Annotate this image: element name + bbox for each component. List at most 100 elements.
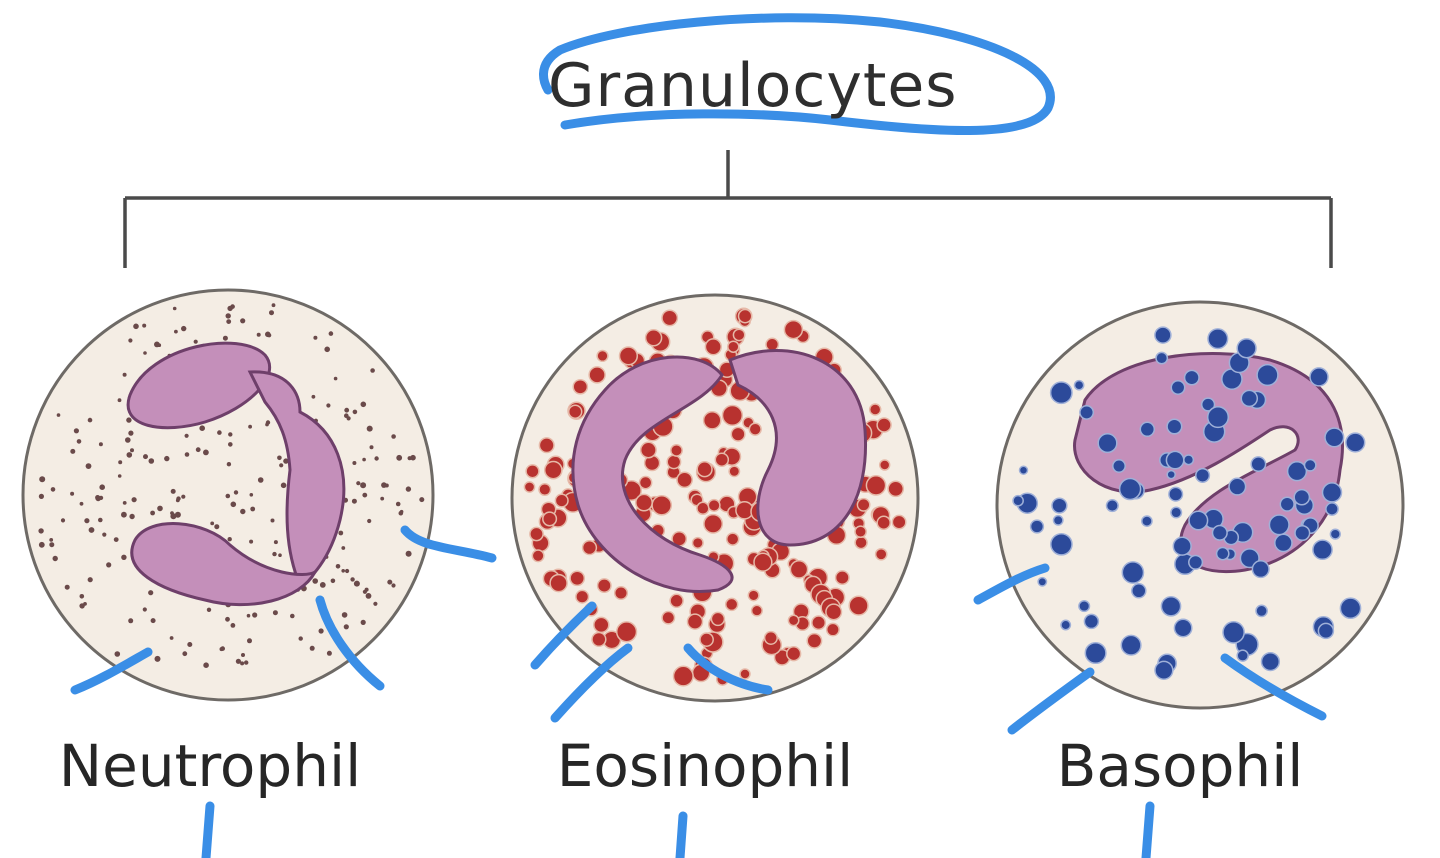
granule (338, 530, 344, 536)
granule (1120, 634, 1142, 656)
granule (118, 460, 123, 465)
granule (1188, 510, 1209, 531)
granule (367, 518, 372, 524)
granule (1141, 515, 1153, 527)
mark-neutrophil-bottom-left (70, 647, 153, 695)
granule (280, 482, 287, 489)
granule (1312, 539, 1333, 561)
granule (87, 417, 93, 423)
eosinophil-cell (510, 293, 920, 703)
granule (891, 514, 907, 530)
granule (407, 456, 412, 461)
granule (868, 403, 882, 416)
granule (142, 607, 147, 612)
granule (335, 564, 341, 569)
granule (1325, 502, 1339, 516)
granule (128, 430, 134, 436)
granule (569, 570, 586, 587)
granule (725, 532, 740, 546)
granule (405, 550, 412, 557)
granule (1060, 619, 1072, 631)
granule (1339, 597, 1362, 620)
granule (1183, 369, 1200, 386)
granule (704, 338, 722, 356)
granule (686, 613, 704, 630)
granule (225, 313, 231, 319)
granule (848, 595, 869, 616)
granule (70, 448, 76, 454)
granule (1155, 351, 1169, 365)
granule (707, 498, 721, 512)
granule (50, 487, 56, 492)
granule (318, 628, 324, 634)
granule (309, 645, 315, 651)
granule (670, 443, 683, 457)
granule (76, 439, 82, 444)
granule (651, 494, 673, 516)
granule (747, 589, 760, 602)
granule (765, 337, 780, 352)
eosinophil-label: Eosinophil (556, 732, 854, 800)
mark-under-eosinophil (675, 811, 688, 858)
granule (1260, 651, 1281, 672)
granule (538, 437, 555, 454)
granule (1256, 363, 1279, 387)
granule (164, 455, 170, 462)
granule (1250, 456, 1267, 473)
granule (126, 452, 133, 458)
granule (1121, 561, 1145, 584)
granule (257, 477, 264, 483)
granule (1165, 450, 1185, 470)
granule (98, 442, 103, 447)
granule (638, 475, 653, 490)
granule (1172, 536, 1192, 556)
granule (333, 376, 338, 381)
granule (143, 454, 148, 460)
granule (1083, 613, 1100, 630)
granule (324, 346, 331, 353)
granule (360, 401, 367, 408)
granule (666, 454, 682, 470)
neutrophil-nucleus (126, 341, 346, 607)
granule (737, 308, 753, 324)
granule (1200, 397, 1216, 412)
granule (193, 339, 198, 344)
granule (618, 346, 639, 366)
granule (210, 521, 215, 526)
granule (399, 509, 404, 514)
granule (554, 493, 569, 508)
granule (748, 422, 762, 436)
granule (38, 541, 45, 548)
granule (102, 532, 107, 537)
granule (195, 447, 201, 453)
granule (326, 650, 332, 656)
granule (1131, 583, 1147, 599)
title-circle-annotation (539, 13, 1055, 135)
granule (114, 651, 121, 657)
granule (581, 539, 598, 556)
granule (1139, 421, 1156, 438)
granule (203, 449, 209, 456)
granule (661, 309, 679, 327)
granule (64, 584, 70, 590)
mark-neutrophil-bottom-right (315, 595, 385, 691)
granule (122, 372, 127, 377)
granule (113, 537, 119, 542)
granule (696, 461, 713, 478)
granule (1240, 389, 1259, 408)
granule (787, 614, 800, 627)
granule (1345, 432, 1366, 453)
granule (1211, 524, 1228, 541)
granule (240, 661, 245, 666)
granule (226, 319, 232, 324)
granule (346, 416, 351, 421)
granule (174, 329, 178, 334)
granule (1168, 486, 1184, 502)
granule (1029, 519, 1045, 534)
granule (273, 540, 278, 545)
granule (250, 506, 256, 512)
granule (724, 597, 739, 612)
granule (691, 536, 704, 549)
granule (313, 335, 318, 340)
